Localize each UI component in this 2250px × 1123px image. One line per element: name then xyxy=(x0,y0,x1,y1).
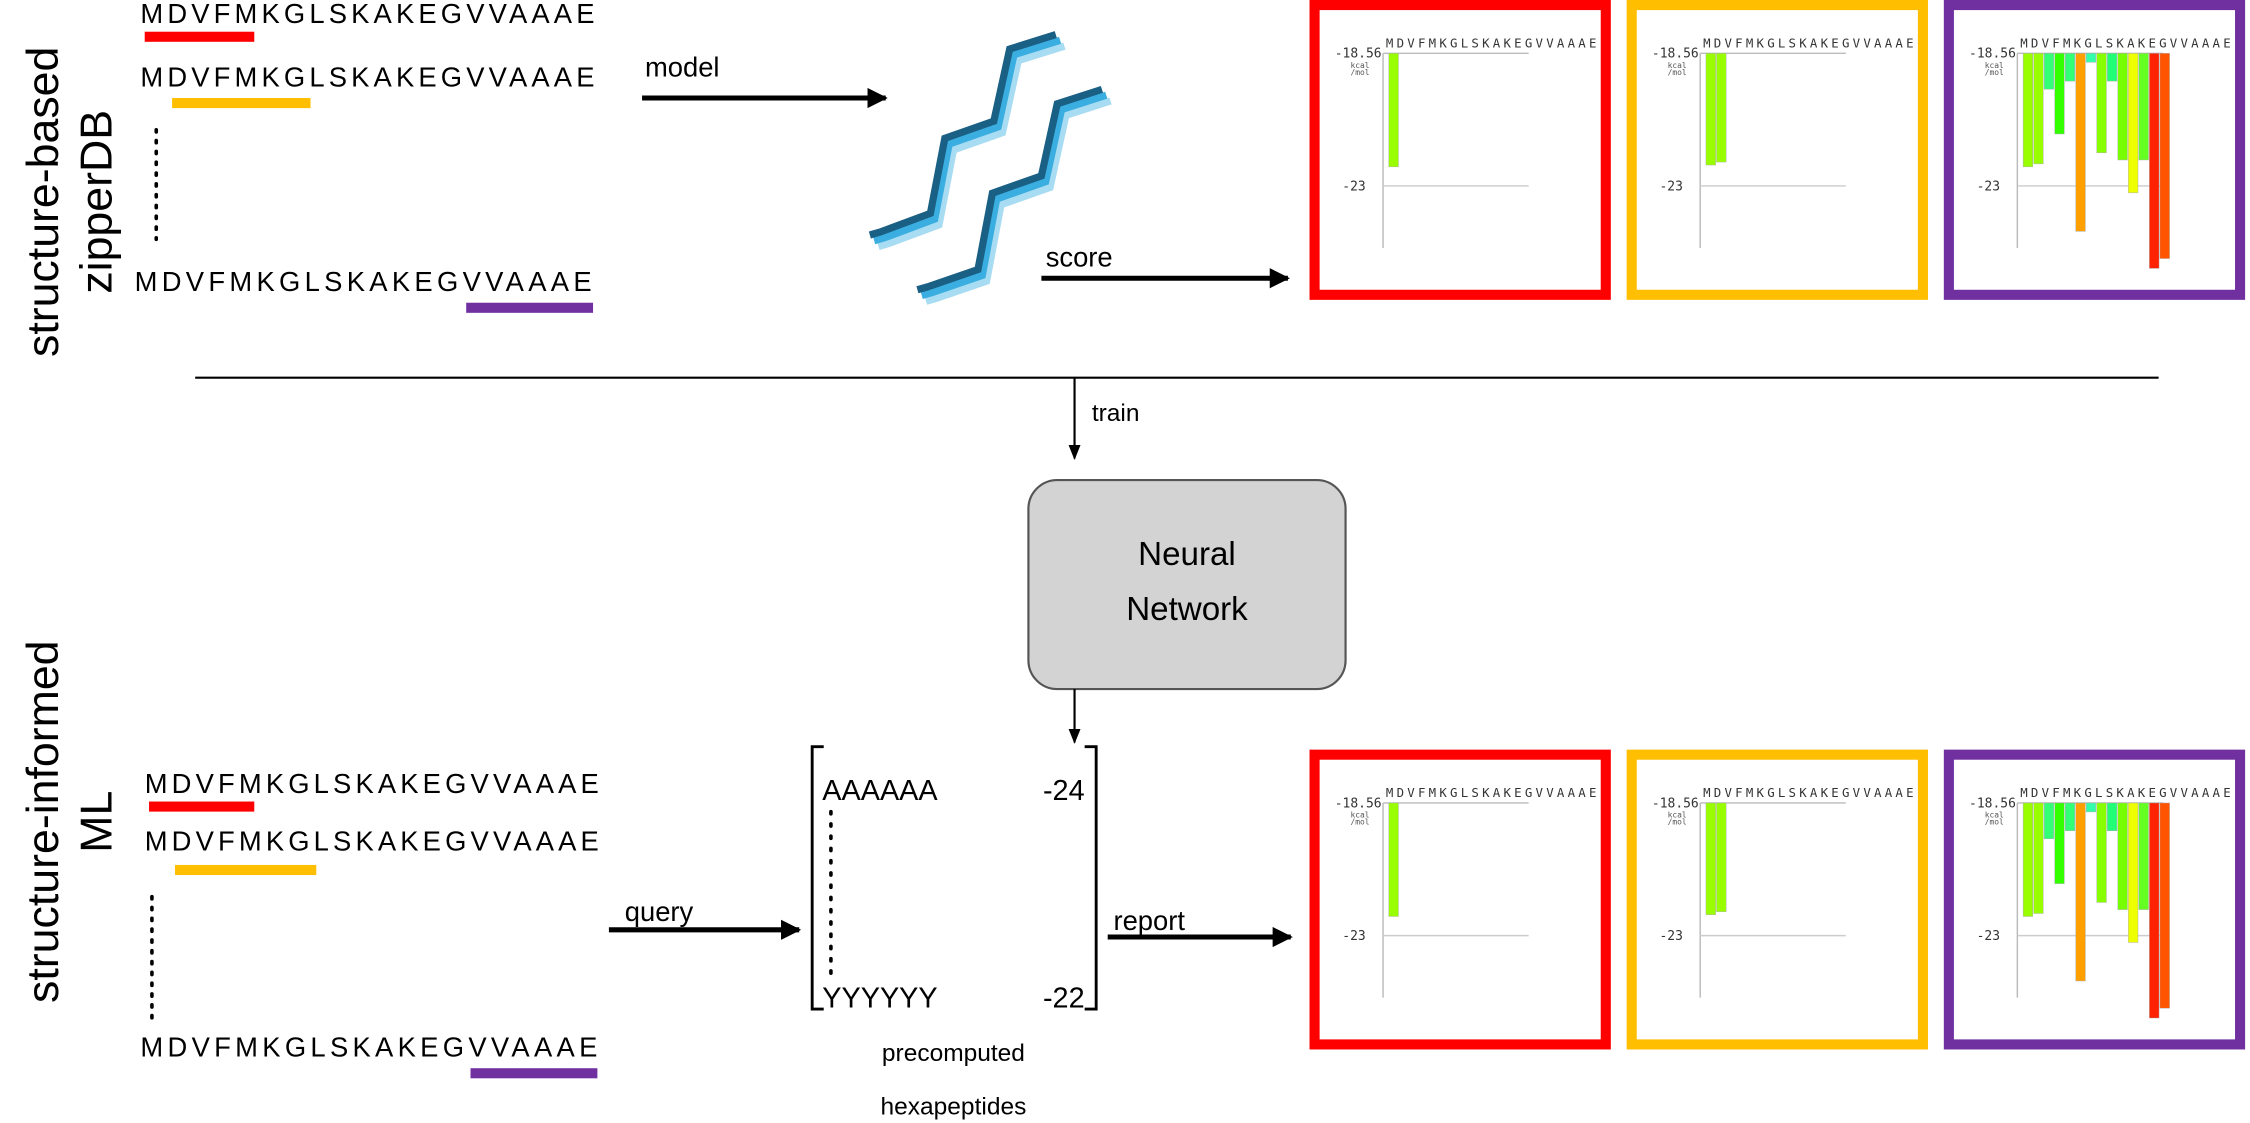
energy-bar xyxy=(2075,802,2086,982)
energy-bar xyxy=(2043,53,2055,90)
window-bar-purple xyxy=(466,302,594,313)
energy-bar xyxy=(2096,802,2107,903)
left-bracket xyxy=(810,745,824,1011)
energy-bar xyxy=(2033,53,2044,165)
unit-label-kcal: kcal xyxy=(1668,810,1687,819)
section-label-top-line2: zipperDB xyxy=(73,110,122,294)
y-tick-top: -18.56 xyxy=(1652,796,1699,811)
y-tick-ref: -23 xyxy=(1342,179,1365,194)
energy-bar xyxy=(2117,53,2128,161)
energy-bar xyxy=(1716,53,1727,163)
steric-zipper-icon xyxy=(868,31,1112,305)
window-bar-orange xyxy=(172,98,311,109)
energy-bar xyxy=(2128,53,2139,194)
sequence-bottom-1: MDVFMKGLSKAKEGVVAAAE xyxy=(145,768,599,799)
energy-bar xyxy=(2075,53,2086,232)
energy-bar xyxy=(2086,802,2097,813)
y-tick-ref: -23 xyxy=(1342,929,1365,944)
energy-bar xyxy=(2117,802,2128,910)
neural-network-label-line2: Network xyxy=(1126,591,1248,628)
sequence-top-2: MDVFMKGLSKAKEGVVAAAE xyxy=(140,61,594,92)
y-tick-top: -18.56 xyxy=(1969,47,2016,62)
sequence-bottom-2: MDVFMKGLSKAKEGVVAAAE xyxy=(145,826,599,857)
unit-label-mol: /mol xyxy=(1668,818,1687,827)
energy-bar xyxy=(2159,802,2170,1009)
energy-bar xyxy=(1388,53,1399,168)
energy-bar xyxy=(2043,802,2055,840)
energy-bar xyxy=(2054,802,2065,884)
report-label: report xyxy=(1113,905,1185,936)
unit-label-kcal: kcal xyxy=(1350,61,1369,70)
energy-bar xyxy=(1705,53,1716,166)
unit-label-mol: /mol xyxy=(1668,68,1687,77)
window-bar-red-bottom xyxy=(149,801,255,812)
section-label-bottom-line2: ML xyxy=(73,791,122,853)
y-tick-top: -18.56 xyxy=(1335,796,1382,811)
energy-bar xyxy=(2107,802,2118,831)
energy-bar xyxy=(1716,802,1727,912)
energy-bar xyxy=(2128,802,2139,943)
y-tick-top: -18.56 xyxy=(1969,796,2016,811)
unit-label-mol: /mol xyxy=(1985,818,2004,827)
model-label: model xyxy=(645,51,720,82)
right-bracket xyxy=(1084,745,1098,1011)
y-tick-ref: -23 xyxy=(1977,929,2000,944)
energy-bar xyxy=(2033,802,2044,914)
y-tick-ref: -23 xyxy=(1659,179,1682,194)
energy-bar xyxy=(2138,53,2149,161)
section-label-bottom-line1: structure-informed xyxy=(19,640,68,1002)
energy-bar xyxy=(2149,53,2160,269)
query-label: query xyxy=(625,896,694,927)
energy-bar xyxy=(1705,802,1716,915)
energy-bar xyxy=(2022,53,2033,168)
table-caption-line2: hexapeptides xyxy=(881,1093,1027,1120)
energy-bar xyxy=(2064,53,2076,82)
sequence-bottom-3: MDVFMKGLSKAKEGVVAAAE xyxy=(140,1032,597,1063)
window-bar-purple-bottom xyxy=(470,1068,598,1079)
section-label-top-line1: structure-based xyxy=(19,47,68,357)
y-tick-ref: -23 xyxy=(1659,929,1682,944)
last-score: -22 xyxy=(1043,983,1085,1015)
unit-label-kcal: kcal xyxy=(1668,61,1687,70)
energy-bar xyxy=(2096,53,2107,154)
energy-bar xyxy=(2086,53,2097,63)
last-peptide: YYYYYY xyxy=(822,983,937,1015)
train-label: train xyxy=(1092,400,1140,427)
neural-network-box xyxy=(1027,478,1347,691)
energy-bar xyxy=(2149,802,2160,1019)
y-tick-top: -18.56 xyxy=(1335,47,1382,62)
energy-bar xyxy=(2064,802,2076,831)
unit-label-kcal: kcal xyxy=(1985,810,2004,819)
energy-bar xyxy=(2107,53,2118,82)
sequence-top-1: MDVFMKGLSKAKEGVVAAAE xyxy=(140,0,594,29)
unit-label-kcal: kcal xyxy=(1985,61,2004,70)
window-bar-red xyxy=(144,31,255,42)
energy-profile-panels: MDVFMKGLSKAKEGVVAAAE-18.56kcal/mol-23MDV… xyxy=(1309,0,2246,1050)
unit-label-kcal: kcal xyxy=(1350,810,1369,819)
unit-label-mol: /mol xyxy=(1350,68,1369,77)
table-caption-line1: precomputed xyxy=(882,1040,1025,1067)
y-tick-top: -18.56 xyxy=(1652,47,1699,62)
neural-network-label-line1: Neural xyxy=(1138,536,1236,573)
energy-bar xyxy=(2022,802,2033,917)
first-score: -24 xyxy=(1043,775,1085,807)
unit-label-mol: /mol xyxy=(1985,68,2004,77)
first-peptide: AAAAAA xyxy=(822,775,938,807)
sequence-top-3: MDVFMKGLSKAKEGVVAAAE xyxy=(135,266,592,297)
energy-bar xyxy=(2054,53,2065,135)
score-label: score xyxy=(1046,242,1113,273)
energy-bar xyxy=(1388,802,1399,917)
unit-label-mol: /mol xyxy=(1350,818,1369,827)
window-bar-orange-bottom xyxy=(174,864,317,876)
y-tick-ref: -23 xyxy=(1977,179,2000,194)
energy-bar xyxy=(2159,53,2170,259)
energy-bar xyxy=(2138,802,2149,910)
